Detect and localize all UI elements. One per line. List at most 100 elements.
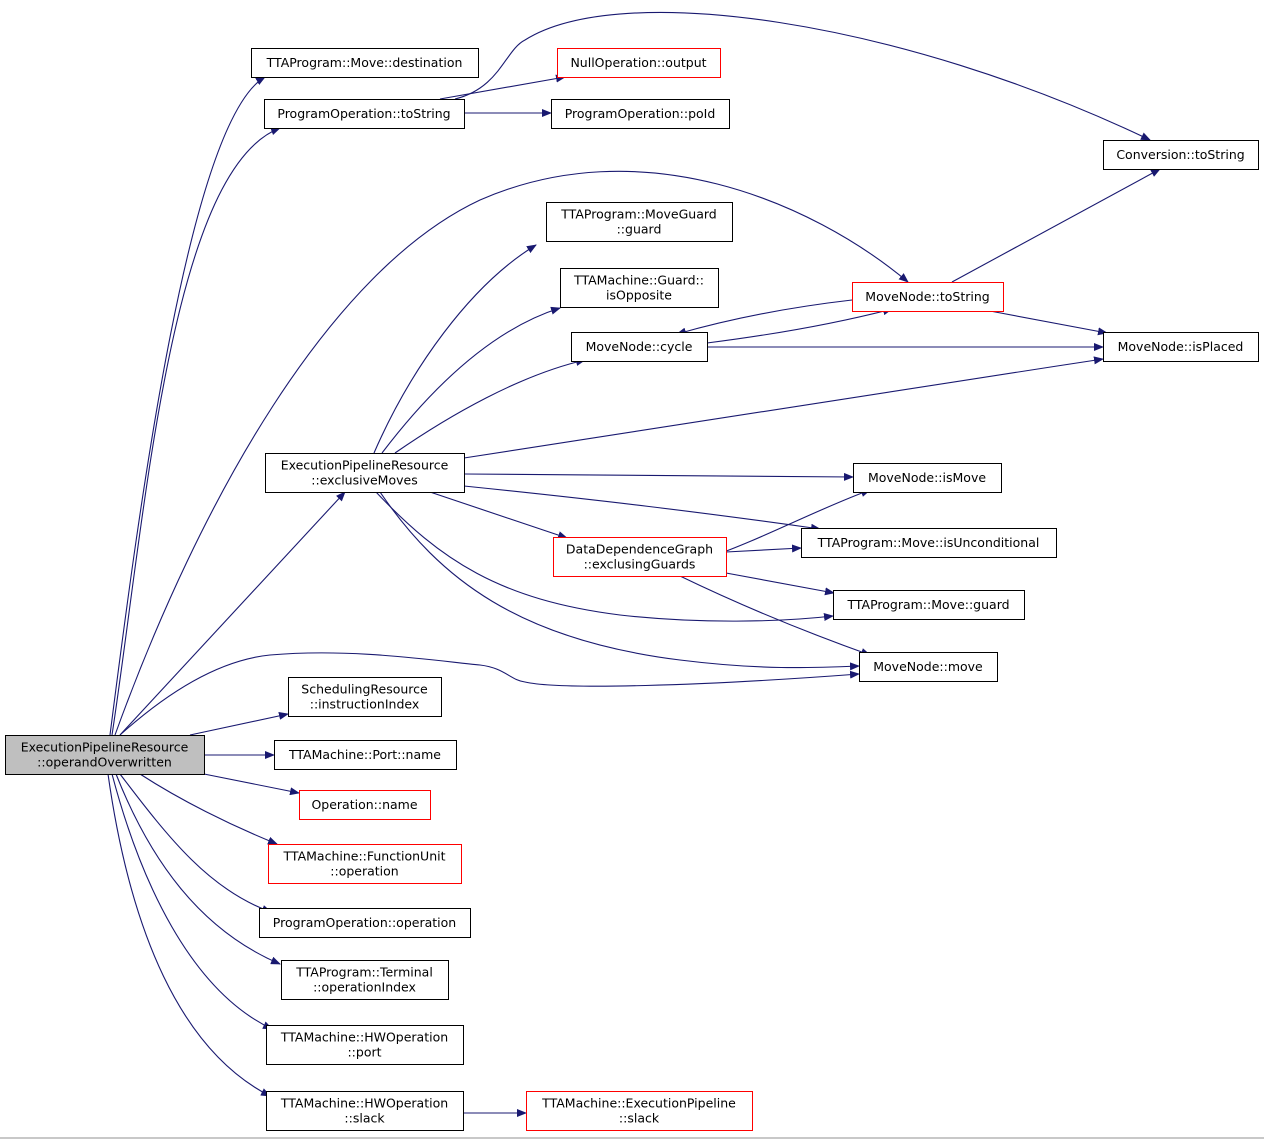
node-box (1103, 140, 1259, 170)
edge-root-to-operation-name (203, 773, 300, 796)
node-box (557, 48, 721, 78)
edge-root-to-hwop-slack (107, 773, 271, 1097)
edge-ddg-exclusingguards-to-movenode-ismove (709, 489, 871, 558)
edge-root-to-po-tostring (111, 127, 281, 736)
node-box (299, 790, 431, 820)
edge-ddg-exclusingguards-to-move-guard (725, 572, 835, 596)
node-fu-operation[interactable]: TTAMachine::FunctionUnit::operation (268, 844, 462, 884)
edge-movenode-cycle-to-movenode-tostring (706, 307, 893, 344)
node-port-name[interactable]: TTAMachine::Port::name (274, 740, 457, 770)
node-label: NullOperation::output (570, 55, 706, 70)
node-box (859, 652, 998, 682)
node-label: TTAMachine::HWOperation (280, 1096, 448, 1111)
node-movenode-move[interactable]: MoveNode::move (859, 652, 998, 682)
node-box (853, 463, 1002, 493)
edge-root-to-fu-operation (139, 773, 278, 845)
node-label: ExecutionPipelineResource (21, 740, 189, 755)
edge-movenode-tostring-to-conversion-tostring (951, 168, 1161, 283)
node-box (266, 1025, 464, 1065)
node-operation-name[interactable]: Operation::name (299, 790, 431, 820)
node-box (274, 740, 457, 770)
node-box (551, 99, 730, 129)
node-move-guard[interactable]: TTAProgram::Move::guard (833, 590, 1025, 620)
node-label: ProgramOperation::operation (273, 915, 456, 930)
node-box (546, 202, 733, 242)
edge-epr-exclusivemoves-to-movenode-ismove (463, 472, 854, 481)
node-movenode-cycle[interactable]: MoveNode::cycle (571, 332, 708, 362)
node-ddg-exclusingguards[interactable]: DataDependenceGraph::exclusingGuards (553, 537, 727, 577)
node-label: MoveNode::isMove (868, 470, 986, 485)
edge-epr-exclusivemoves-to-ddg-exclusingguards (429, 491, 568, 539)
node-movenode-tostring[interactable]: MoveNode::toString (852, 282, 1004, 312)
node-hwop-port[interactable]: TTAMachine::HWOperation::port (266, 1025, 464, 1065)
node-box (560, 268, 719, 308)
edge-root-to-move-destination (109, 76, 266, 736)
graph-nodes: ExecutionPipelineResource::operandOverwr… (5, 48, 1259, 1131)
page-bottom-border (0, 1137, 1264, 1139)
edge-root-to-terminal-operationindex (115, 773, 281, 965)
node-label: ::operandOverwritten (37, 755, 172, 770)
edge-epr-exclusivemoves-to-movenode-move (379, 491, 860, 671)
node-label: DataDependenceGraph (566, 542, 713, 557)
node-box (251, 48, 479, 78)
edge-epr-exclusivemoves-to-guard-isopposite (381, 306, 561, 454)
node-epr-exclusivemoves[interactable]: ExecutionPipelineResource::exclusiveMove… (265, 453, 465, 493)
node-box (833, 590, 1025, 620)
node-label: TTAMachine::Port::name (288, 747, 441, 762)
node-label: ::port (347, 1045, 381, 1060)
node-box (265, 453, 465, 493)
node-label: ProgramOperation::toString (277, 106, 450, 121)
node-label: ::operationIndex (313, 980, 416, 995)
node-label: TTAProgram::Move::guard (846, 597, 1009, 612)
node-terminal-operationindex[interactable]: TTAProgram::Terminal::operationIndex (281, 960, 449, 1000)
node-box (266, 1091, 464, 1131)
edge-movenode-tostring-to-movenode-isplaced (989, 310, 1108, 336)
node-label: ::slack (619, 1111, 660, 1126)
node-moveguard-guard[interactable]: TTAProgram::MoveGuard::guard (546, 202, 733, 242)
node-box (288, 677, 442, 717)
node-move-destination[interactable]: TTAProgram::Move::destination (251, 48, 479, 78)
node-po-tostring[interactable]: ProgramOperation::toString (264, 99, 465, 129)
node-label: TTAMachine::ExecutionPipeline (541, 1096, 736, 1111)
node-move-isunconditional[interactable]: TTAProgram::Move::isUnconditional (801, 528, 1057, 558)
node-movenode-isplaced[interactable]: MoveNode::isPlaced (1103, 332, 1259, 362)
node-label: ::operation (330, 864, 398, 879)
node-label: TTAMachine::Guard:: (573, 273, 704, 288)
node-label: ::instructionIndex (310, 697, 420, 712)
edge-po-tostring-to-nullop-output (439, 74, 566, 100)
node-box (264, 99, 465, 129)
node-hwop-slack[interactable]: TTAMachine::HWOperation::slack (266, 1091, 464, 1131)
node-box (259, 908, 471, 938)
node-label: ::slack (344, 1111, 385, 1126)
node-box (1103, 332, 1259, 362)
node-label: TTAMachine::FunctionUnit (283, 849, 446, 864)
edge-movenode-tostring-to-movenode-cycle (676, 299, 853, 336)
edge-root-to-movenode-tostring (114, 170, 909, 736)
node-label: Conversion::toString (1116, 147, 1244, 162)
node-po-poid[interactable]: ProgramOperation::poId (551, 99, 730, 129)
edge-root-to-sr-instructionindex (189, 711, 289, 736)
node-ep-slack[interactable]: TTAMachine::ExecutionPipeline::slack (526, 1091, 753, 1131)
edge-epr-exclusivemoves-to-moveguard-guard (373, 244, 537, 454)
node-guard-isopposite[interactable]: TTAMachine::Guard::isOpposite (560, 268, 719, 308)
node-po-operation[interactable]: ProgramOperation::operation (259, 908, 471, 938)
node-label: ExecutionPipelineResource (281, 458, 449, 473)
node-label: ::exclusiveMoves (311, 473, 417, 488)
edge-ddg-exclusingguards-to-move-isunconditional (725, 544, 802, 553)
edge-root-to-movenode-move (119, 652, 860, 736)
edge-root-to-epr-exclusivemoves (119, 491, 346, 736)
edge-root-to-hwop-port (111, 773, 273, 1030)
node-conversion-tostring[interactable]: Conversion::toString (1103, 140, 1259, 170)
edge-po-tostring-to-conversion-tostring (454, 11, 1151, 141)
node-label: TTAProgram::Terminal (295, 965, 433, 980)
node-label: TTAProgram::Move::destination (266, 55, 463, 70)
node-sr-instructionindex[interactable]: SchedulingResource::instructionIndex (288, 677, 442, 717)
node-label: MoveNode::cycle (586, 339, 693, 354)
edge-epr-exclusivemoves-to-movenode-isplaced (463, 356, 1104, 459)
node-movenode-ismove[interactable]: MoveNode::isMove (853, 463, 1002, 493)
node-nullop-output[interactable]: NullOperation::output (557, 48, 721, 78)
node-box (5, 735, 205, 775)
node-root[interactable]: ExecutionPipelineResource::operandOverwr… (5, 735, 205, 775)
edge-epr-exclusivemoves-to-movenode-cycle (394, 358, 586, 454)
